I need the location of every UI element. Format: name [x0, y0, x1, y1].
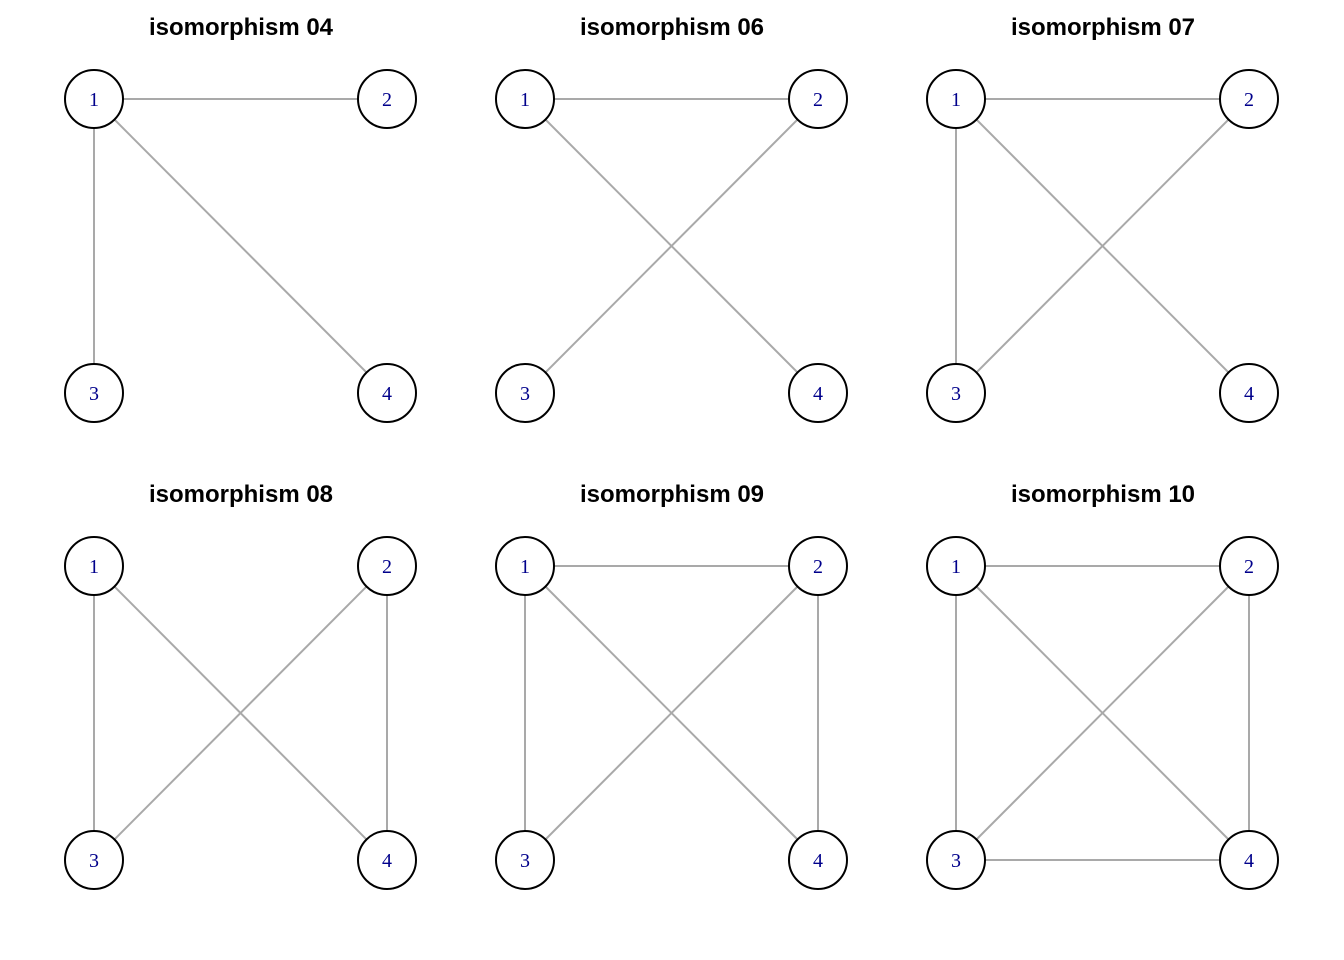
node-circle	[357, 69, 417, 129]
node-1: 1	[64, 69, 124, 129]
graph-panel-2: isomorphism 06 1 2 3 4	[495, 14, 848, 423]
node-label: 1	[951, 89, 961, 111]
node-circle	[1219, 830, 1279, 890]
edge-2-3	[524, 565, 819, 861]
node-circle	[926, 363, 986, 423]
node-2: 2	[1219, 536, 1279, 596]
node-label: 2	[813, 89, 823, 111]
node-circle	[788, 69, 848, 129]
node-circle	[495, 830, 555, 890]
node-4: 4	[357, 363, 417, 423]
node-label: 4	[1244, 383, 1254, 405]
node-circle	[1219, 363, 1279, 423]
graph-panel-6: isomorphism 10 1 2 3 4	[926, 481, 1279, 890]
node-3: 3	[926, 363, 986, 423]
node-label: 3	[89, 850, 99, 872]
node-4: 4	[357, 830, 417, 890]
node-4: 4	[788, 830, 848, 890]
node-3: 3	[926, 830, 986, 890]
graph-panel-1: isomorphism 04 1 2 3 4	[64, 14, 417, 423]
node-label: 1	[520, 556, 530, 578]
panel-title: isomorphism 10	[1011, 481, 1195, 508]
node-circle	[926, 536, 986, 596]
node-label: 2	[382, 89, 392, 111]
node-1: 1	[495, 69, 555, 129]
node-circle	[64, 363, 124, 423]
node-circle	[495, 363, 555, 423]
node-2: 2	[1219, 69, 1279, 129]
panel-title: isomorphism 07	[1011, 14, 1195, 41]
panel-title: isomorphism 06	[580, 14, 764, 41]
node-circle	[64, 536, 124, 596]
node-1: 1	[926, 536, 986, 596]
node-circle	[788, 830, 848, 890]
edge-2-3	[955, 565, 1250, 861]
node-label: 3	[520, 383, 530, 405]
edge-2-3	[955, 98, 1250, 394]
node-label: 2	[1244, 556, 1254, 578]
node-label: 1	[89, 556, 99, 578]
node-label: 4	[382, 850, 392, 872]
node-circle	[64, 830, 124, 890]
node-circle	[495, 536, 555, 596]
node-4: 4	[1219, 363, 1279, 423]
node-circle	[1219, 69, 1279, 129]
node-3: 3	[64, 830, 124, 890]
node-3: 3	[64, 363, 124, 423]
node-label: 2	[813, 556, 823, 578]
node-label: 4	[813, 850, 823, 872]
node-circle	[788, 363, 848, 423]
edge-2-3	[524, 98, 819, 394]
node-3: 3	[495, 363, 555, 423]
node-label: 2	[382, 556, 392, 578]
node-circle	[357, 363, 417, 423]
panel-title: isomorphism 08	[149, 481, 333, 508]
node-circle	[926, 830, 986, 890]
node-2: 2	[788, 69, 848, 129]
node-circle	[357, 536, 417, 596]
node-2: 2	[788, 536, 848, 596]
node-label: 4	[382, 383, 392, 405]
panel-title: isomorphism 09	[580, 481, 764, 508]
node-label: 1	[89, 89, 99, 111]
edge-2-3	[93, 565, 388, 861]
graph-panel-4: isomorphism 08 1 2 3 4	[64, 481, 417, 890]
graph-panel-3: isomorphism 07 1 2 3 4	[926, 14, 1279, 423]
node-label: 1	[951, 556, 961, 578]
node-label: 2	[1244, 89, 1254, 111]
node-circle	[1219, 536, 1279, 596]
node-2: 2	[357, 69, 417, 129]
node-4: 4	[1219, 830, 1279, 890]
edge-1-4	[93, 98, 388, 394]
node-label: 3	[951, 383, 961, 405]
node-circle	[64, 69, 124, 129]
node-label: 3	[520, 850, 530, 872]
node-label: 3	[89, 383, 99, 405]
panel-title: isomorphism 04	[149, 14, 334, 41]
node-2: 2	[357, 536, 417, 596]
node-circle	[926, 69, 986, 129]
node-1: 1	[495, 536, 555, 596]
node-label: 4	[813, 383, 823, 405]
node-circle	[788, 536, 848, 596]
node-1: 1	[926, 69, 986, 129]
graph-panel-5: isomorphism 09 1 2 3 4	[495, 481, 848, 890]
node-label: 4	[1244, 850, 1254, 872]
node-label: 3	[951, 850, 961, 872]
node-3: 3	[495, 830, 555, 890]
node-circle	[495, 69, 555, 129]
node-4: 4	[788, 363, 848, 423]
node-circle	[357, 830, 417, 890]
node-1: 1	[64, 536, 124, 596]
node-label: 1	[520, 89, 530, 111]
